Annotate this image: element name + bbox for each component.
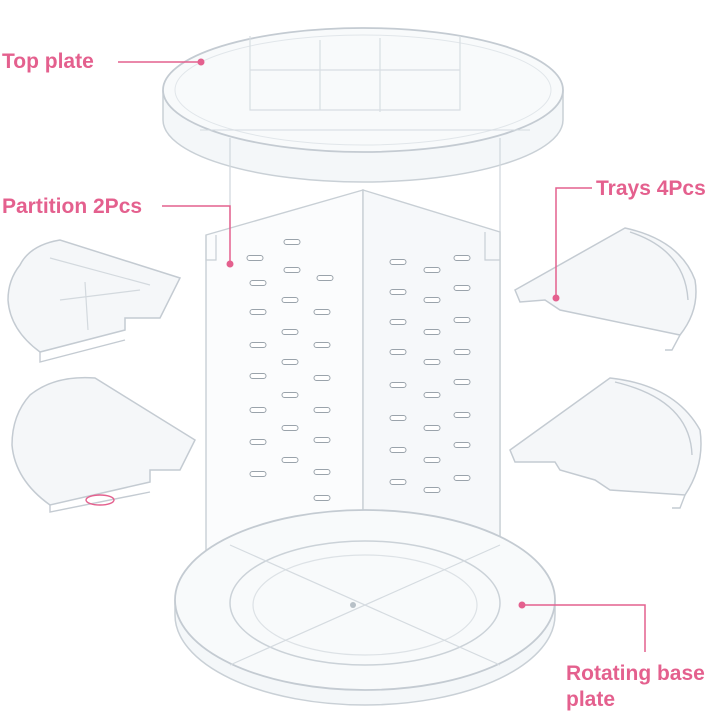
tray-right-top: [514, 227, 697, 351]
callout-partition: [162, 205, 234, 268]
trays-label: Trays 4Pcs: [596, 177, 706, 200]
callout-trays: [552, 187, 592, 302]
tray-right-bottom: [509, 377, 702, 509]
partition-label: Partition 2Pcs: [2, 195, 143, 218]
tray-left-top: [7, 239, 182, 363]
top-plate-label: Top plate: [2, 50, 94, 73]
top-plate: [162, 27, 564, 183]
tray-left-bottom: [11, 376, 196, 513]
callout-top-plate: [118, 58, 205, 66]
callout-base-plate: [518, 601, 646, 652]
rotating-base-plate: [174, 509, 556, 706]
base-plate-label: Rotating base plate: [566, 662, 705, 711]
